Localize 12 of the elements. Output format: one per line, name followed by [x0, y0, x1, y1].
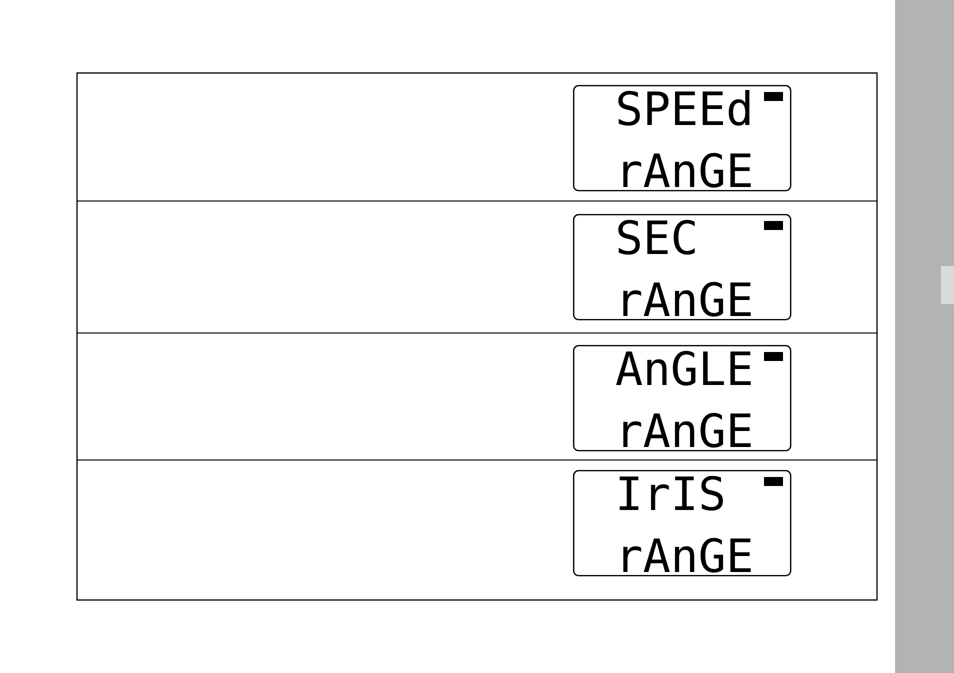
- display-text: rAnGE: [623, 412, 751, 448]
- display-text: AnGLE: [616, 350, 751, 386]
- lcd-display: [573, 470, 792, 576]
- lcd-display: [573, 85, 792, 192]
- display-text: rAnGE: [623, 152, 751, 188]
- display-text: SPEEd: [618, 90, 750, 126]
- display-text: SEC: [618, 220, 695, 255]
- display-text: rAnGE: [623, 282, 751, 317]
- display-text: IrIS: [620, 476, 723, 511]
- display-text: rAnGE: [623, 538, 751, 573]
- lcd-display: [573, 345, 792, 452]
- lcd-display: [573, 214, 792, 320]
